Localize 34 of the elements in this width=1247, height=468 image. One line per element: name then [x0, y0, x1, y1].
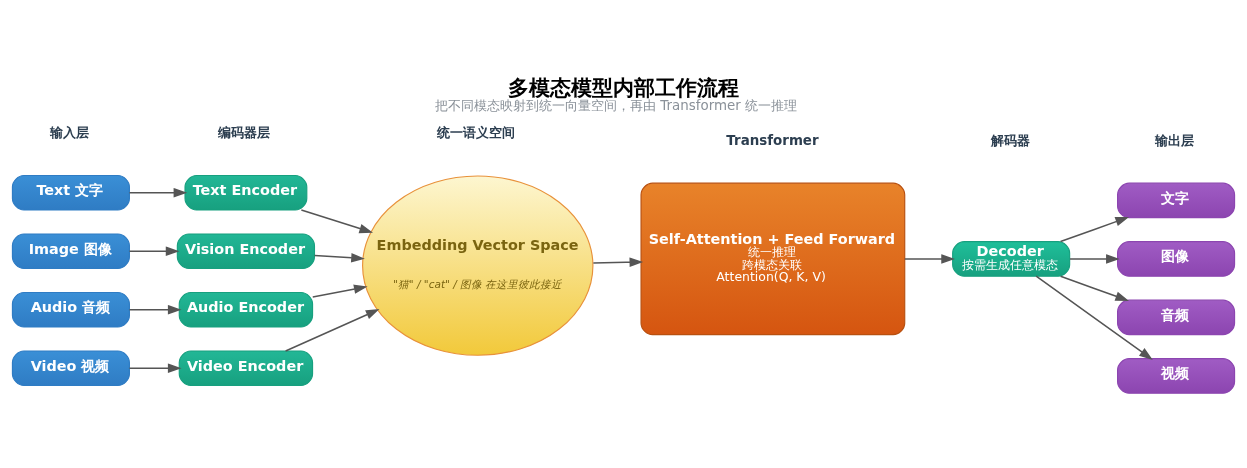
- arrow: [1059, 217, 1129, 243]
- node-box: Decoder 按需生成任意模态: [952, 241, 1071, 277]
- node-box: Video 视频: [11, 350, 130, 387]
- arrow: [1069, 254, 1120, 264]
- arrow: [300, 209, 373, 234]
- node-box: 视频: [1117, 358, 1236, 394]
- node-box: Text 文字: [11, 174, 130, 211]
- node-box: 音频: [1117, 299, 1236, 336]
- node-box: Self-Attention + Feed Forward 统一推理 跨模态关联 Attention(Q, K, V): [640, 182, 906, 336]
- arrow: [284, 309, 380, 352]
- label: 统一语义空间: [436, 124, 515, 140]
- arrow: [313, 253, 365, 263]
- node-box: Audio 音频: [11, 291, 130, 328]
- label: 编码器层: [218, 124, 271, 140]
- label: 解码器: [990, 132, 1030, 148]
- node-box: Video Encoder: [178, 350, 314, 387]
- label: Transformer: [726, 132, 819, 148]
- arrow: [592, 257, 644, 267]
- arrow: [128, 363, 182, 373]
- node-box: 图像: [1117, 241, 1236, 277]
- arrow: [312, 284, 368, 298]
- label: 输入层: [50, 124, 90, 140]
- arrow: [1059, 275, 1129, 301]
- node-box: Audio Encoder: [178, 291, 314, 328]
- arrow: [128, 305, 182, 315]
- node-box: Text Encoder: [184, 174, 308, 211]
- arrow: [128, 246, 180, 257]
- node-box: Vision Encoder: [176, 233, 316, 270]
- node-box: 文字: [1117, 182, 1236, 219]
- node-box: Image 图像: [11, 233, 130, 270]
- arrow: [128, 188, 188, 198]
- arrow: [1035, 275, 1153, 360]
- label: 输出层: [1155, 132, 1195, 148]
- arrow: [904, 254, 955, 264]
